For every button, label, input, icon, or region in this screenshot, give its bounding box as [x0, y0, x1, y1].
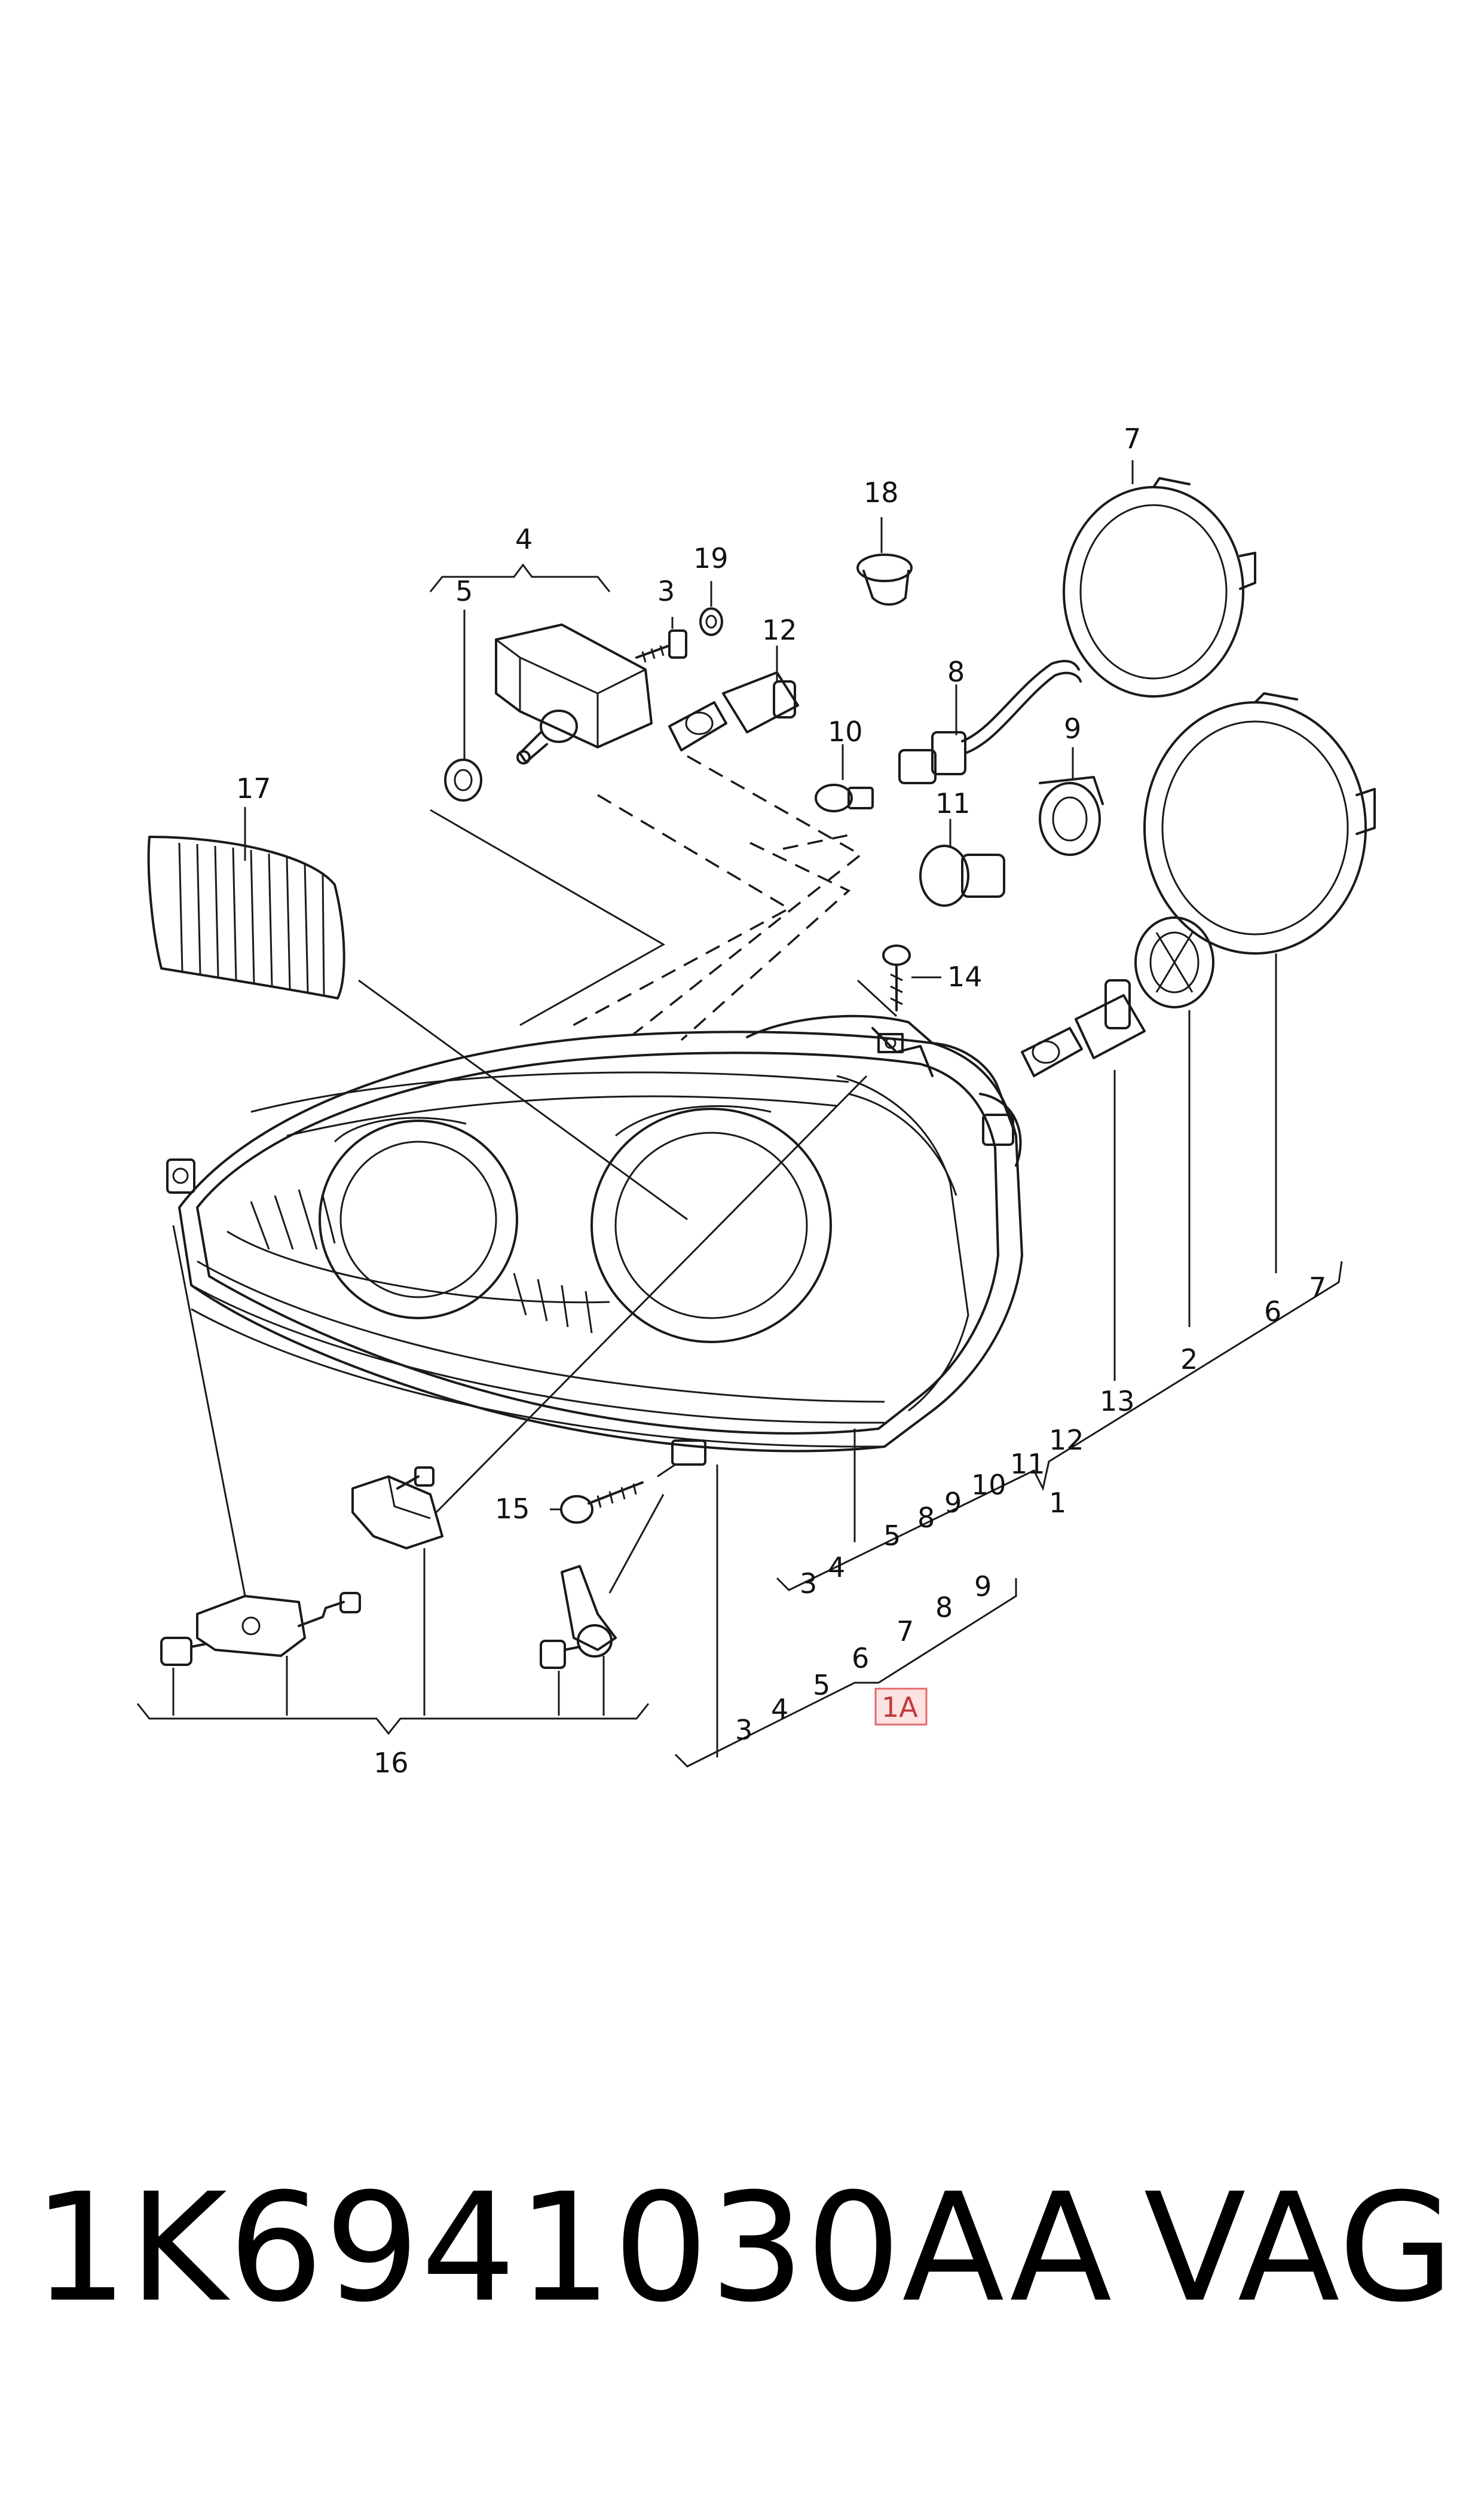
g1a-item-7: 7	[896, 1615, 914, 1647]
callout-1A-highlight[interactable]: 1A	[874, 1687, 928, 1726]
g1-item-10: 10	[971, 1469, 1006, 1501]
g1-item-4: 4	[828, 1551, 845, 1583]
callout-8: 8	[947, 656, 965, 688]
part-18-blanking-plug	[856, 517, 913, 606]
part-19-cap	[699, 581, 723, 636]
callout-10: 10	[828, 716, 863, 748]
callout-14: 14	[947, 961, 983, 993]
callout-16: 16	[374, 1747, 409, 1779]
g1-item-5: 5	[883, 1520, 901, 1552]
part-13-bulb-h7	[1021, 979, 1146, 1381]
part-9-bulb-socket	[1039, 747, 1104, 856]
callout-1: 1	[1049, 1487, 1066, 1519]
callout-7b: 7	[1309, 1271, 1326, 1304]
g1a-item-8: 8	[935, 1591, 953, 1624]
g1-item-8: 8	[917, 1502, 935, 1534]
group-1A-list: 3 4 5 6 7 8 9	[735, 1570, 992, 1746]
part-5-seal-ring	[444, 610, 482, 802]
callout-15: 15	[495, 1493, 530, 1525]
g1a-item-9: 9	[974, 1570, 992, 1603]
part-10-bulb-w5w	[815, 744, 874, 812]
g1-item-9: 9	[944, 1487, 962, 1519]
callout-2: 2	[1180, 1343, 1198, 1375]
part-12-bulb-h7	[668, 646, 799, 751]
g1-item-3: 3	[800, 1567, 817, 1600]
callout-6: 6	[1264, 1295, 1281, 1328]
callout-17: 17	[236, 772, 271, 805]
g1-item-11: 11	[1010, 1448, 1045, 1480]
part-16-mounting-brackets	[136, 1075, 868, 1735]
g1a-item-5: 5	[813, 1669, 830, 1701]
callout-18: 18	[864, 476, 899, 509]
leader-lines	[430, 755, 898, 1757]
callout-3: 3	[657, 575, 675, 607]
g1a-item-4: 4	[771, 1693, 788, 1725]
part-15-screw	[550, 1463, 676, 1524]
callout-5: 5	[455, 575, 473, 607]
group-1-list: 3 4 5 8 9 10 11 12	[800, 1424, 1084, 1600]
headlight-housing	[166, 1014, 1023, 1466]
part-number-footer: 1K6941030AA VAG	[33, 2158, 1455, 2337]
callout-7: 7	[1124, 423, 1141, 455]
g1a-item-3: 3	[735, 1714, 752, 1746]
group-line-1	[776, 1261, 1343, 1591]
part-2-socket-ring	[1134, 916, 1214, 1327]
part-number: 1K6941030AA	[33, 2160, 1113, 2335]
g1a-item-6: 6	[852, 1642, 869, 1674]
part-17-lens-strip	[147, 807, 688, 1221]
part-6-cover-cap-large	[1143, 692, 1376, 1273]
part-7-cover-cap	[1063, 460, 1256, 698]
g1-item-12: 12	[1049, 1424, 1084, 1456]
part-4-leveling-motor	[495, 623, 653, 765]
callout-labels: 4 5 3 19 12 18 7 8 10 9 11 17 14 15 16 1…	[236, 423, 1326, 1779]
callout-4: 4	[515, 523, 533, 555]
part-8-wiring-socket	[898, 659, 1082, 784]
callout-12: 12	[762, 614, 797, 646]
callout-11: 11	[935, 787, 971, 820]
group-bracket-4	[429, 563, 611, 592]
group-line-1A	[674, 1578, 1017, 1768]
callout-9: 9	[1064, 713, 1081, 745]
callout-1A: 1A	[882, 1691, 918, 1723]
part-3-screw	[635, 617, 687, 663]
part-11-bulb	[919, 819, 1005, 907]
callout-13: 13	[1100, 1385, 1135, 1417]
part-14-screw	[882, 944, 941, 1011]
brand: VAG	[1143, 2160, 1455, 2335]
callout-19: 19	[693, 542, 729, 574]
